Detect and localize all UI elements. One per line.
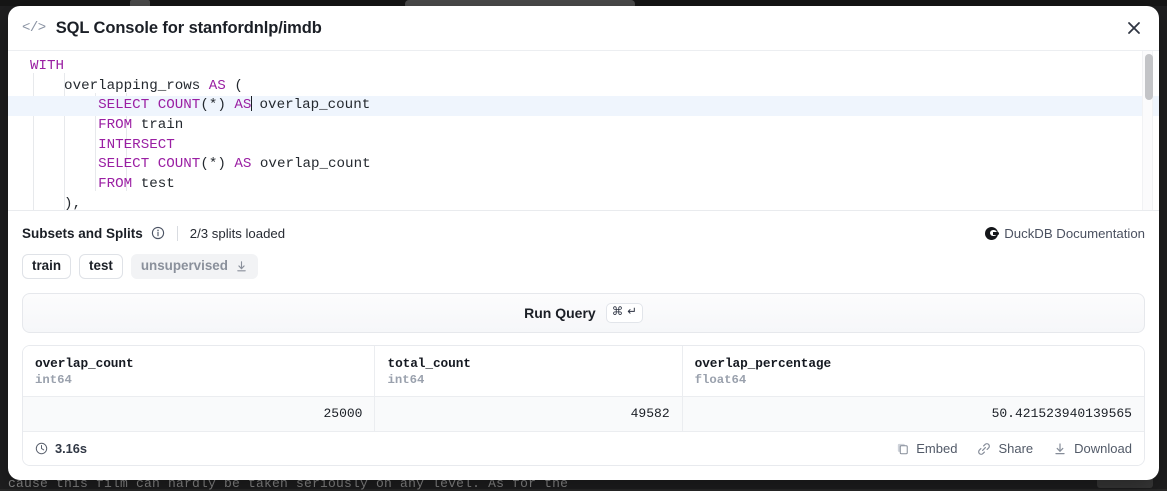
- split-chip-label: unsupervised: [141, 258, 228, 274]
- sql-keyword: WITH: [30, 58, 64, 74]
- split-chip-label: train: [32, 258, 61, 273]
- sql-keyword: AS: [234, 156, 251, 172]
- shortcut-cmd-key: ⌘: [612, 305, 624, 320]
- subsets-header-row: Subsets and Splits 2/3 splits loaded Duc…: [22, 223, 1145, 243]
- header-divider: [177, 226, 178, 241]
- duckdb-documentation-link[interactable]: DuckDB Documentation: [985, 226, 1145, 241]
- column-header[interactable]: total_count int64: [375, 346, 682, 397]
- editor-scrollbar-thumb[interactable]: [1145, 54, 1153, 100]
- sql-text: [149, 156, 158, 172]
- sql-keyword: INTERSECT: [98, 137, 175, 153]
- query-timing: 3.16s: [35, 441, 87, 456]
- split-chip-label: test: [89, 258, 113, 273]
- table-cell: 25000: [23, 397, 375, 432]
- sql-keyword: SELECT: [98, 97, 149, 113]
- duckdb-documentation-label: DuckDB Documentation: [1004, 226, 1145, 241]
- code-line[interactable]: SELECT COUNT(*) AS overlap_count: [8, 155, 1159, 175]
- sql-keyword: SELECT: [98, 156, 149, 172]
- column-header[interactable]: overlap_percentage float64: [682, 346, 1144, 397]
- code-line[interactable]: FROM train: [8, 116, 1159, 136]
- column-type: int64: [35, 373, 362, 387]
- subsets-label: Subsets and Splits: [22, 226, 143, 241]
- footer-actions: Embed Share Download: [896, 441, 1132, 456]
- run-query-shortcut: ⌘ ↵: [606, 303, 643, 323]
- column-type: float64: [695, 373, 1132, 387]
- sql-keyword: AS: [234, 97, 251, 113]
- sql-keyword: COUNT: [158, 156, 201, 172]
- code-line[interactable]: overlapping_rows AS (: [8, 77, 1159, 97]
- sql-text: [30, 97, 98, 113]
- code-line[interactable]: FROM test: [8, 175, 1159, 195]
- page-title: SQL Console for stanfordnlp/imdb: [56, 19, 322, 38]
- sql-text: overlap_count: [251, 97, 370, 113]
- table-cell: 49582: [375, 397, 682, 432]
- sql-editor[interactable]: WITH overlapping_rows AS ( SELECT COUNT(…: [8, 51, 1159, 211]
- sql-text: [30, 156, 98, 172]
- sql-keyword: AS: [209, 78, 226, 94]
- sql-text: (*): [200, 97, 234, 113]
- sql-text: [149, 97, 158, 113]
- embed-button[interactable]: Embed: [896, 441, 957, 456]
- split-chip-train[interactable]: train: [22, 254, 71, 279]
- column-type: int64: [387, 373, 669, 387]
- column-header[interactable]: overlap_count int64: [23, 346, 375, 397]
- clock-icon: [35, 442, 48, 455]
- code-tag-icon: </>: [22, 20, 46, 36]
- link-icon: [977, 442, 991, 456]
- embed-label: Embed: [916, 441, 957, 456]
- editor-scrollbar-track[interactable]: [1142, 51, 1153, 211]
- column-name: overlap_percentage: [695, 356, 1132, 371]
- splits-loaded-status: 2/3 splits loaded: [190, 226, 285, 241]
- table-cell: 50.421523940139565: [682, 397, 1144, 432]
- duckdb-logo-icon: [985, 227, 998, 240]
- run-query-button[interactable]: Run Query ⌘ ↵: [22, 293, 1145, 333]
- sql-text: test: [132, 176, 175, 192]
- sql-text: [30, 117, 98, 133]
- download-icon: [1053, 442, 1067, 456]
- close-icon[interactable]: [1121, 15, 1147, 41]
- sql-keyword: FROM: [98, 117, 132, 133]
- split-chip-list: train test unsupervised: [22, 254, 1145, 279]
- sql-keyword: COUNT: [158, 97, 201, 113]
- modal-header: </> SQL Console for stanfordnlp/imdb: [8, 6, 1159, 51]
- split-chip-unsupervised[interactable]: unsupervised: [131, 254, 258, 279]
- sql-code-body[interactable]: WITH overlapping_rows AS ( SELECT COUNT(…: [8, 51, 1159, 211]
- code-line[interactable]: WITH: [8, 57, 1159, 77]
- share-label: Share: [998, 441, 1033, 456]
- code-line[interactable]: SELECT COUNT(*) AS overlap_count: [8, 96, 1159, 116]
- code-line[interactable]: INTERSECT: [8, 136, 1159, 156]
- share-button[interactable]: Share: [977, 441, 1033, 456]
- sql-text: [30, 176, 98, 192]
- shortcut-enter-key: ↵: [627, 305, 637, 320]
- download-icon[interactable]: [235, 260, 248, 273]
- sql-text: (: [226, 78, 243, 94]
- sql-text: (*): [200, 156, 234, 172]
- sql-text: ),: [30, 196, 81, 211]
- subsets-and-splits-section: Subsets and Splits 2/3 splits loaded Duc…: [8, 211, 1159, 279]
- sql-console-modal: </> SQL Console for stanfordnlp/imdb WIT…: [8, 6, 1159, 480]
- editor-bottom-divider: [8, 210, 1159, 211]
- query-timing-label: 3.16s: [55, 441, 87, 456]
- code-line[interactable]: ),: [8, 195, 1159, 211]
- column-name: total_count: [387, 356, 669, 371]
- column-name: overlap_count: [35, 356, 362, 371]
- sql-text: [30, 137, 98, 153]
- sql-text: overlapping_rows: [30, 78, 209, 94]
- run-query-label: Run Query: [524, 305, 596, 321]
- results-footer: 3.16s Embed Share Download: [23, 431, 1144, 465]
- copy-icon: [896, 442, 909, 455]
- info-icon[interactable]: [151, 226, 165, 240]
- download-button[interactable]: Download: [1053, 441, 1132, 456]
- split-chip-test[interactable]: test: [79, 254, 123, 279]
- sql-keyword: FROM: [98, 176, 132, 192]
- sql-text: train: [132, 117, 183, 133]
- download-label: Download: [1074, 441, 1132, 456]
- sql-text: overlap_count: [251, 156, 370, 172]
